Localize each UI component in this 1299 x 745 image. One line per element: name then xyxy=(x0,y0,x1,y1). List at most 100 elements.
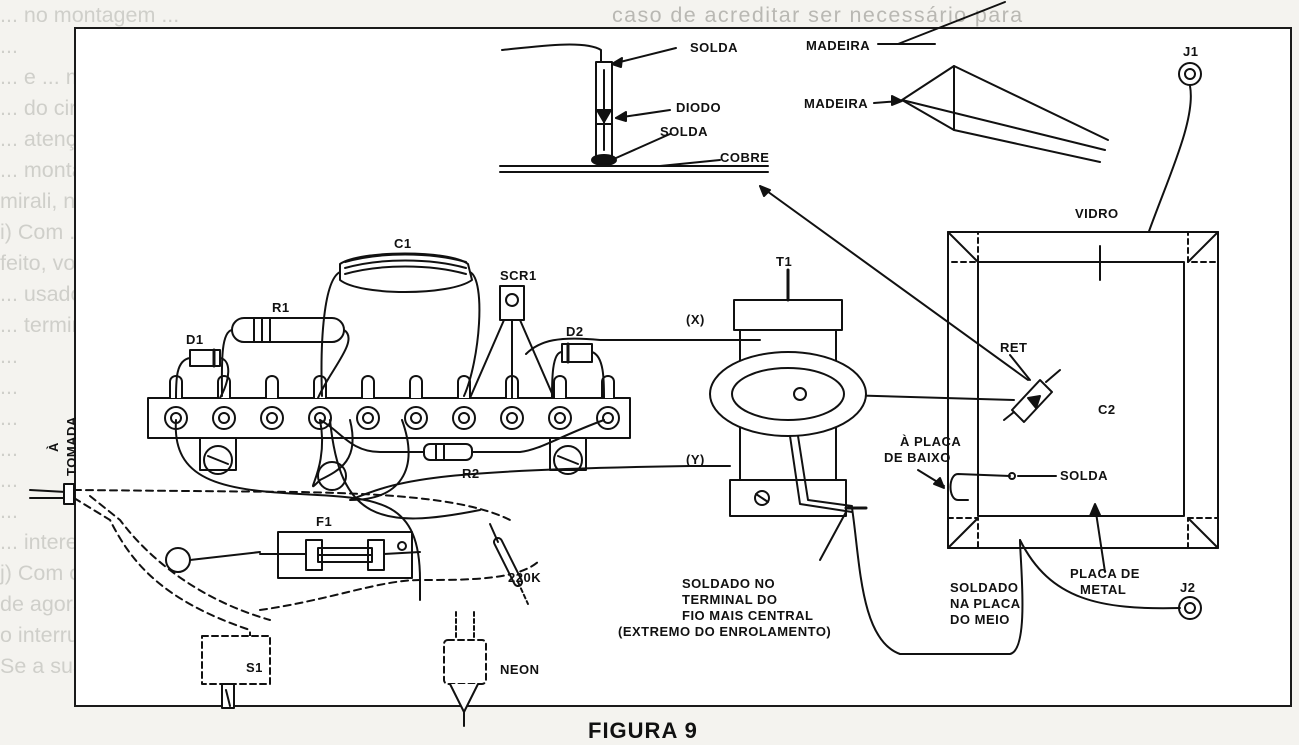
screw-slot xyxy=(557,455,579,465)
terminal-screw-center xyxy=(410,412,422,424)
scr1-hole xyxy=(505,293,519,307)
label-diodo: DIODO xyxy=(676,100,721,115)
terminal-screw-center xyxy=(602,412,614,424)
neon-bulb xyxy=(443,639,487,685)
mount-bracket xyxy=(199,437,237,471)
t1-winding-wire xyxy=(797,435,853,507)
mount-screw-left xyxy=(203,445,233,475)
arrowhead xyxy=(933,477,945,489)
corner-diagonal xyxy=(947,231,979,263)
terminal-lug xyxy=(601,375,615,399)
diode-symbol xyxy=(1027,395,1041,409)
lower-plate-wire xyxy=(949,473,1011,501)
cord-segment xyxy=(29,489,67,493)
ring-wire xyxy=(189,551,261,561)
r-220k xyxy=(489,523,529,605)
label-cobre: COBRE xyxy=(720,150,769,165)
figure-caption: FIGURA 9 xyxy=(588,718,698,743)
wire-to-transformer-x xyxy=(525,337,761,355)
labels: SOLDA DIODO SOLDA COBRE MADEIRA MADEIRA … xyxy=(46,38,1198,743)
label-soldado-meio-2: NA PLACA xyxy=(950,596,1021,611)
scr1-lead xyxy=(469,319,505,399)
ret-lead xyxy=(1003,411,1015,421)
arrowhead xyxy=(611,57,623,68)
arrowhead xyxy=(1089,503,1101,517)
terminal-screw xyxy=(260,406,284,430)
label-placa-1: PLACA DE xyxy=(1070,566,1140,581)
terminal-screw-center xyxy=(362,412,374,424)
r1-body xyxy=(231,317,345,343)
c1-shading xyxy=(344,265,467,275)
t1-winding-wire xyxy=(789,435,853,513)
label-t1: T1 xyxy=(776,254,792,269)
r2-lead xyxy=(319,419,425,453)
corner-diagonal xyxy=(947,517,979,549)
t1-bottom-frame xyxy=(729,479,847,517)
lower-plate-hook xyxy=(917,469,1057,501)
glass-edge-3 xyxy=(953,65,1109,141)
wire-lead xyxy=(501,43,602,63)
dashed-wire xyxy=(73,489,511,521)
label-solda-mid: SOLDA xyxy=(660,124,708,139)
arrowhead xyxy=(759,185,771,197)
label-madeira-2: MADEIRA xyxy=(804,96,868,111)
s1-switch xyxy=(201,635,271,709)
c1-shading xyxy=(344,259,467,269)
label-r2: R2 xyxy=(462,466,480,481)
pointer-cobre xyxy=(659,159,721,167)
label-solda-right: SOLDA xyxy=(1060,468,1108,483)
fuse-terminal xyxy=(397,541,407,551)
terminal-screw xyxy=(548,406,572,430)
pointer-diodo-ret xyxy=(759,185,1029,381)
terminal-screw-center xyxy=(218,412,230,424)
diode-symbol xyxy=(596,109,612,123)
t1-mount-screw xyxy=(754,490,770,506)
d2-lead xyxy=(591,351,605,399)
label-soldado-meio-3: DO MEIO xyxy=(950,612,1010,627)
terminal-screws xyxy=(164,406,620,430)
label-d1: D1 xyxy=(186,332,204,347)
label-f1: F1 xyxy=(316,514,332,529)
c1-lead xyxy=(320,271,341,397)
mount-bracket xyxy=(549,437,587,471)
resistor-lead xyxy=(489,523,499,543)
label-solda-top: SOLDA xyxy=(690,40,738,55)
label-a-placa-2: DE BAIXO xyxy=(884,450,951,465)
d2-diode xyxy=(525,337,761,399)
terminal-lug xyxy=(409,375,423,399)
wood-corner xyxy=(1187,231,1219,263)
fuse-lead xyxy=(383,551,421,555)
label-j2: J2 xyxy=(1180,580,1195,595)
label-madeira-1: MADEIRA xyxy=(806,38,870,53)
scr1-thyristor xyxy=(469,285,555,399)
d2-lead xyxy=(551,351,563,399)
glass-edge-1 xyxy=(901,99,1106,151)
pointer-ret xyxy=(1009,354,1031,381)
wire-y xyxy=(349,419,731,501)
terminal-screw xyxy=(356,406,380,430)
glass-edge-2 xyxy=(953,129,1101,163)
terminal-screw xyxy=(404,406,428,430)
wire xyxy=(329,419,481,520)
wire-loop xyxy=(317,461,347,491)
ret-lead xyxy=(1045,369,1061,383)
wire xyxy=(311,419,354,488)
neon-lamp xyxy=(443,611,487,727)
scr1-lead xyxy=(519,319,555,399)
label-d2: D2 xyxy=(566,324,584,339)
arrowhead xyxy=(891,95,903,106)
terminal-strip xyxy=(147,375,631,475)
ground-ring xyxy=(165,547,261,573)
label-s1: S1 xyxy=(246,660,263,675)
c1-lead xyxy=(463,271,481,397)
j2-wire xyxy=(1019,539,1181,610)
t1-core-terminal xyxy=(793,387,807,401)
label-neon: NEON xyxy=(500,662,540,677)
label-x: (X) xyxy=(686,312,705,327)
j2-jack xyxy=(1019,539,1202,620)
wood-corner xyxy=(1187,517,1219,549)
ring-terminal xyxy=(165,547,191,573)
terminal-lug xyxy=(265,375,279,399)
resistor-220k-fill xyxy=(495,539,521,585)
